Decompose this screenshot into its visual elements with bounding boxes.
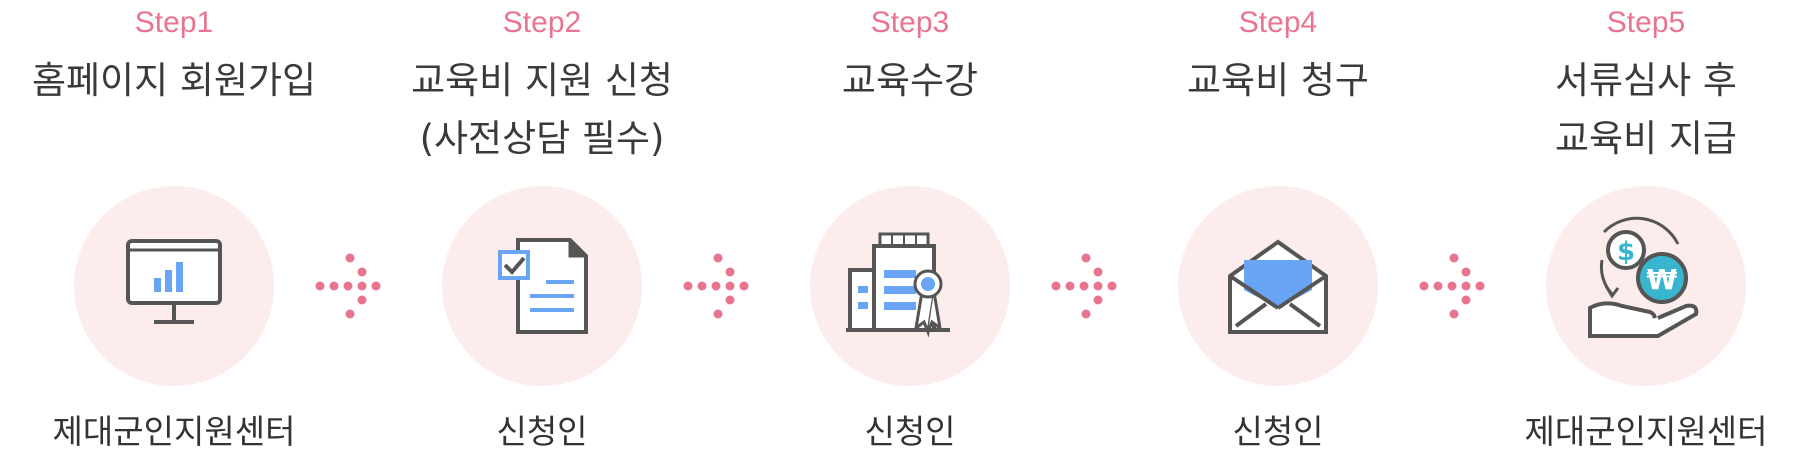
dotted-arrow-icon <box>683 253 749 319</box>
step-label: Step3 <box>870 6 950 39</box>
step-title: 교육비 지원 신청 (사전상담 필수) <box>411 59 673 160</box>
step-actor: 제대군인지원센터 <box>1524 412 1768 451</box>
step-label: Step1 <box>134 6 214 39</box>
step-actor: 신청인 <box>496 412 588 451</box>
dotted-arrow-icon <box>1051 253 1117 319</box>
step-icon-circle: $ ₩ <box>1546 186 1746 386</box>
step-title: 교육수강 <box>841 59 979 102</box>
step-actor: 신청인 <box>1232 412 1324 451</box>
svg-text:₩: ₩ <box>1647 263 1678 296</box>
step-label: Step2 <box>502 6 582 39</box>
step-title: 서류심사 후 교육비 지급 <box>1555 59 1737 160</box>
step-5: Step5 서류심사 후 교육비 지급 $ ₩ 제대군인지원센터 <box>1496 0 1796 464</box>
document-checklist-icon <box>498 238 588 334</box>
svg-text:$: $ <box>1617 237 1635 267</box>
step-title: 홈페이지 회원가입 <box>31 59 317 102</box>
hand-coins-icon: $ ₩ <box>1588 216 1699 338</box>
step-icon-circle <box>1178 186 1378 386</box>
step-actor: 제대군인지원센터 <box>52 412 296 451</box>
step-3: Step3 교육수강 신청인 <box>760 0 1060 464</box>
dotted-arrow-icon <box>1419 253 1485 319</box>
step-icon-circle <box>74 186 274 386</box>
school-building-icon <box>846 232 950 338</box>
step-icon-circle <box>442 186 642 386</box>
step-4: Step4 교육비 청구 신청인 <box>1128 0 1428 464</box>
step-1: Step1 홈페이지 회원가입 제대군인지원센터 <box>24 0 324 464</box>
step-label: Step5 <box>1606 6 1686 39</box>
step-title: 교육비 청구 <box>1187 59 1369 102</box>
dotted-arrow-icon <box>315 253 381 319</box>
open-envelope-icon <box>1228 239 1328 334</box>
step-2: Step2 교육비 지원 신청 (사전상담 필수) 신청인 <box>392 0 692 464</box>
step-label: Step4 <box>1238 6 1318 39</box>
step-actor: 신청인 <box>864 412 956 451</box>
monitor-chart-icon <box>126 239 222 324</box>
step-icon-circle <box>810 186 1010 386</box>
